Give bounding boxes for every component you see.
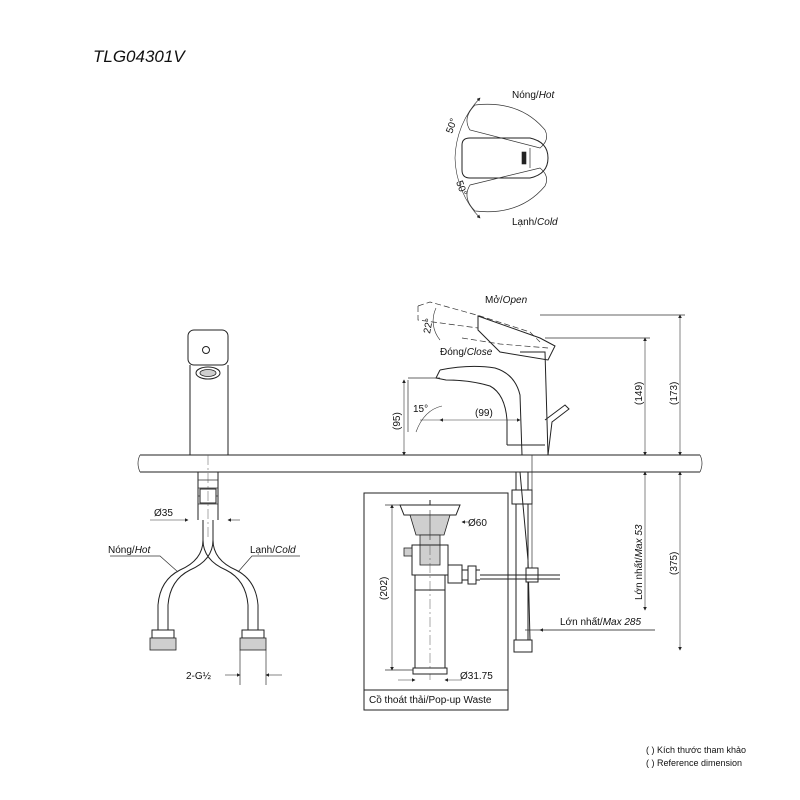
hot-label-top: Nóng/Hot (512, 90, 555, 101)
angle-hot-text: 50° (444, 117, 460, 135)
popup-waste-detail: Cồ thoát thải/Pop-up Waste Ø60 (202) Ø31… (363, 492, 509, 711)
counter-top (137, 454, 703, 473)
dim99-text: (99) (475, 408, 493, 419)
max285-text: Lớn nhất/Max 285 (560, 616, 641, 628)
dim375-text: (375) (669, 552, 680, 575)
waste-caption: Cồ thoát thải/Pop-up Waste (369, 694, 492, 706)
dia35-text: Ø35 (154, 508, 173, 519)
note-vn: ( ) Kích thước tham khảo (646, 745, 746, 755)
close-label: Đóng/Close (440, 347, 493, 358)
dim202-text: (202) (379, 577, 390, 600)
note-en: ( ) Reference dimension (646, 758, 742, 768)
hot-label-front: Nóng/Hot (108, 545, 151, 556)
dia60-text: Ø60 (468, 518, 487, 529)
faucet-front-view: Ø35 Nóng/Hot Lạnh/Cold 2-G½ (108, 329, 300, 685)
angle-spout-text: 15° (413, 404, 428, 415)
thread-text: 2-G½ (186, 671, 212, 682)
dia3175-text: Ø31.75 (460, 671, 493, 682)
handle-top-view: 50° 50° Nóng/Hot Lạnh/Cold (444, 90, 558, 228)
cold-label-top: Lạnh/Cold (512, 217, 558, 228)
open-label: Mở/Open (485, 294, 528, 306)
max53-text: Lớn nhất/Max 53 (633, 524, 645, 600)
dim173-text: (173) (669, 382, 680, 405)
dim149-text: (149) (634, 382, 645, 405)
model-title: TLG04301V (93, 47, 186, 66)
cold-label-front: Lạnh/Cold (250, 545, 296, 556)
faucet-side-view: 22° 15° (95) (99) (149) (173) (375) Lớn … (392, 294, 685, 653)
dim95-text: (95) (392, 412, 403, 430)
angle-cold-text: 50° (453, 179, 469, 197)
angle-lever-text: 22° (422, 318, 435, 335)
